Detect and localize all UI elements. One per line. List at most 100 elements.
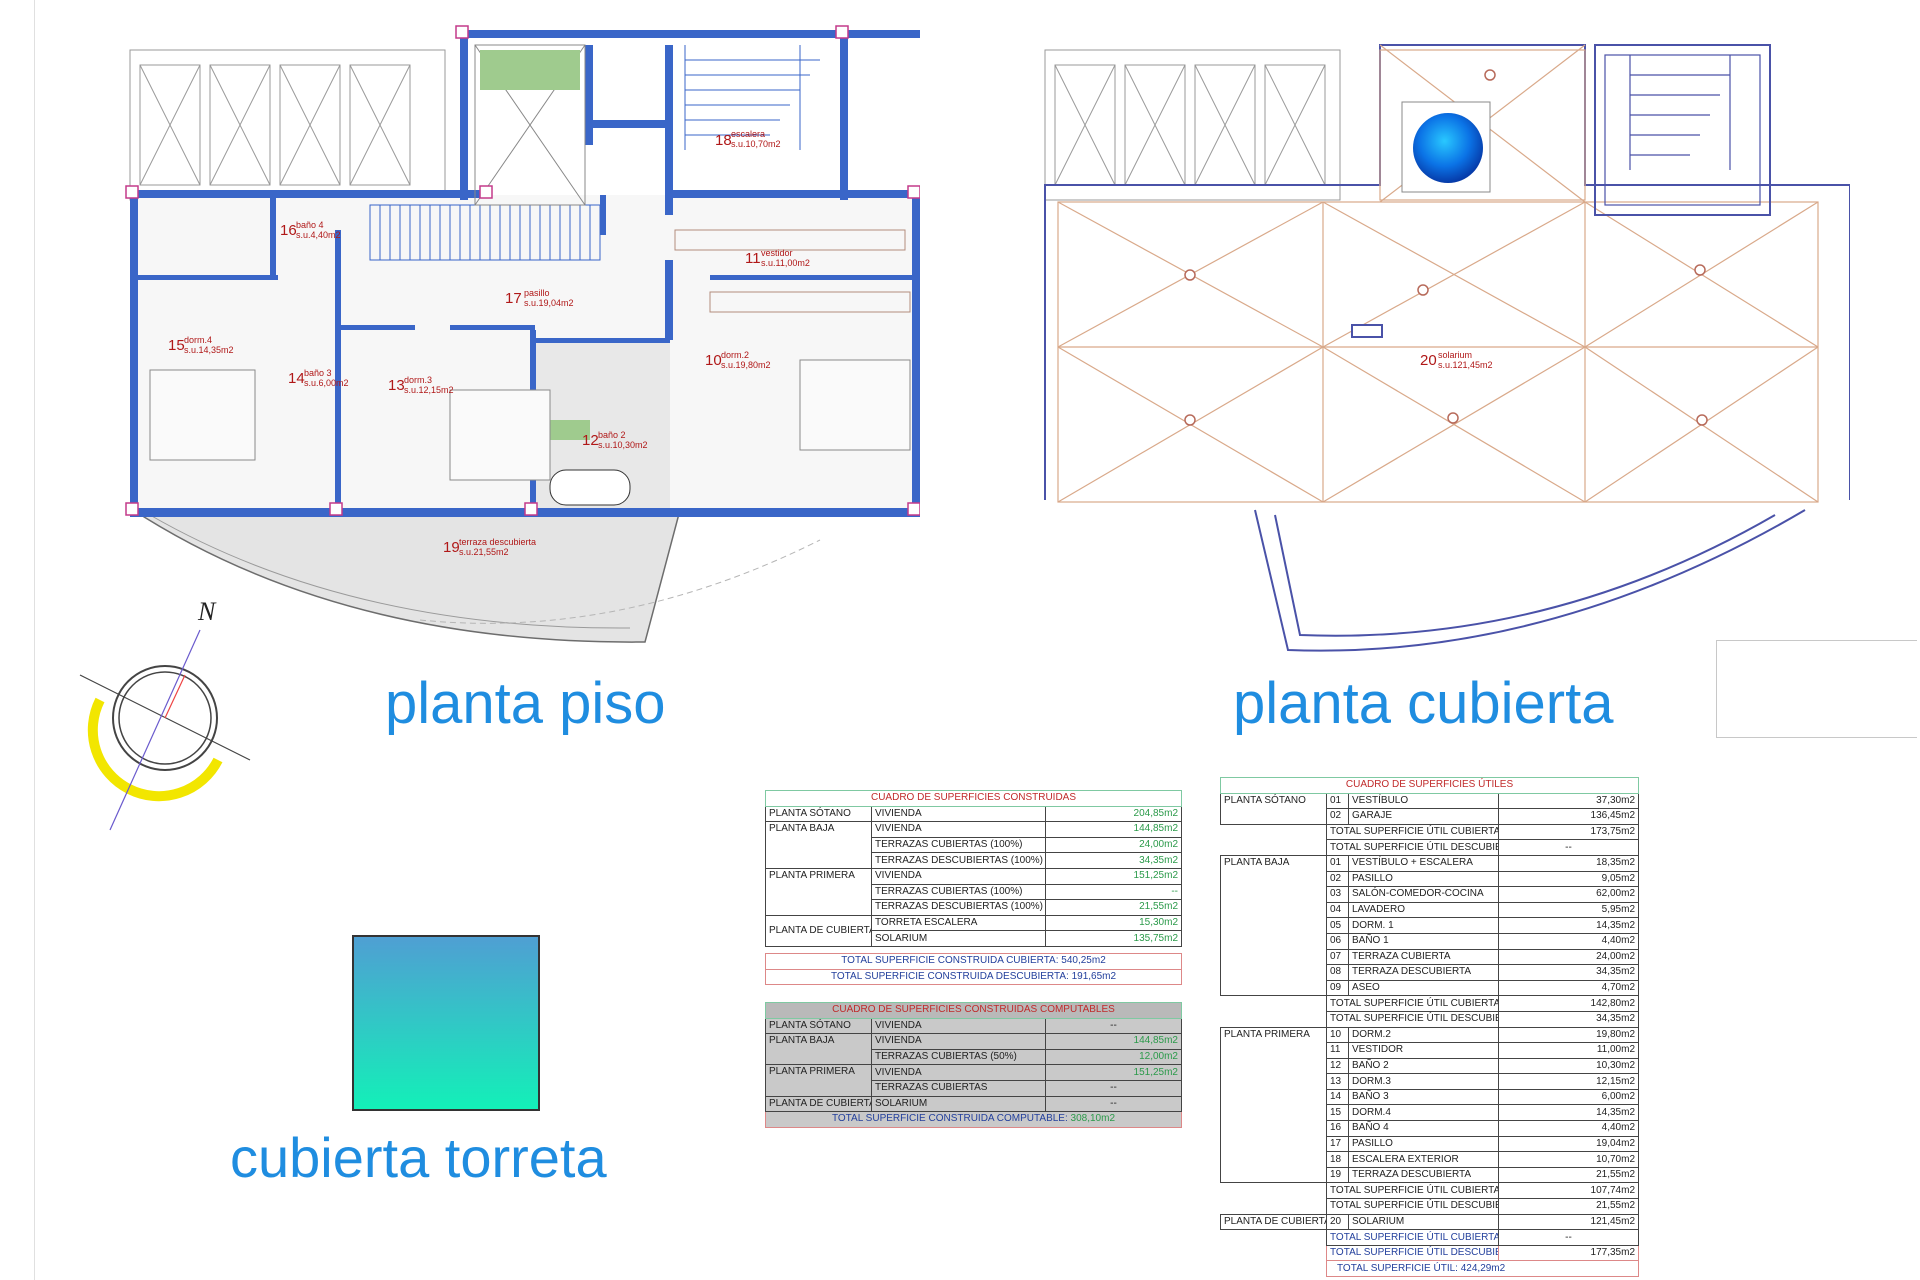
room-name: baño 3 [304,368,332,378]
room-area: s.u.12,15m2 [404,385,454,395]
svg-text:baño 4: baño 4 [296,220,324,230]
room-area: s.u.19,80m2 [721,360,771,370]
svg-text:dorm.2: dorm.2 [721,350,749,360]
table-row: TERRAZAS CUBIERTAS (50%)12,00m2 [766,1048,1182,1066]
svg-text:s.u.121,45m2: s.u.121,45m2 [1438,360,1493,370]
room-area: s.u.6,00m2 [304,378,349,388]
beds [149,359,911,481]
svg-text:vestidor: vestidor [761,248,793,258]
table-utiles: CUADRO DE SUPERFICIES ÚTILES PLANTA SÓTA… [1219,777,1640,1277]
room-name: escalera [731,129,765,139]
room-num: 12 [582,432,599,449]
roof-pergola [1044,49,1341,201]
svg-text:s.u.4,40m2: s.u.4,40m2 [296,230,341,240]
svg-text:s.u.14,35m2: s.u.14,35m2 [184,345,234,355]
svg-text:10: 10 [705,352,722,369]
planter-top [480,50,580,90]
svg-text:s.u.21,55m2: s.u.21,55m2 [459,547,509,557]
room-num: 13 [388,377,405,394]
svg-text:16: 16 [280,222,297,239]
room-num: 14 [288,370,305,387]
svg-text:s.u.11,00m2: s.u.11,00m2 [761,258,810,268]
table-row: TERRAZAS DESCUBIERTAS (100%)21,55m2 [766,899,1183,916]
svg-text:escalera: escalera [731,129,765,139]
solarium-label: 20 solarium s.u.121,45m2 [1420,350,1493,370]
sheet-frame-right [1716,640,1917,738]
svg-text:s.u.19,04m2: s.u.19,04m2 [524,298,574,308]
room-name: dorm.2 [721,350,749,360]
title-cubierta-torreta: cubierta torreta [230,1126,607,1189]
caption: CUADRO DE SUPERFICIES CONSTRUIDAS COMPUT… [765,1002,1182,1019]
table-construidas: CUADRO DE SUPERFICIES CONSTRUIDAS PLANTA… [764,790,1183,986]
room-name: dorm.3 [404,375,432,385]
room-num: 16 [280,222,297,239]
room-num: 19 [443,539,460,556]
drain-markers [1184,69,1708,426]
north-label: N [197,600,217,626]
svg-text:solarium: solarium [1438,350,1472,360]
room-name: vestidor [761,248,793,258]
svg-text:19: 19 [443,539,460,556]
room-name: pasillo [524,288,550,298]
svg-text:terraza descubierta: terraza descubierta [459,537,536,547]
north-arrow: N [79,600,251,831]
room-num: 10 [705,352,722,369]
room-area: s.u.10,70m2 [731,139,781,149]
svg-text:s.u.10,30m2: s.u.10,30m2 [598,440,648,450]
room-area: s.u.11,00m2 [761,258,810,268]
roof-stair-tower [1594,44,1771,216]
room-num: 17 [505,290,522,307]
svg-text:18: 18 [715,132,732,149]
total-computable: TOTAL SUPERFICIE CONSTRUIDA COMPUTABLE: … [765,1111,1182,1128]
planta-piso-plan: 18 escalera s.u.10,70m2 16 baño 4 s.u.4,… [125,25,920,643]
room-name: baño 4 [296,220,324,230]
title-planta-piso: planta piso [385,671,666,736]
planta-cubierta-plan: 20 solarium s.u.121,45m2 [1044,44,1850,652]
svg-text:dorm.3: dorm.3 [404,375,432,385]
vestidor-closets [674,229,911,313]
svg-text:17: 17 [505,290,522,307]
svg-text:s.u.6,00m2: s.u.6,00m2 [304,378,349,388]
room-area: s.u.14,35m2 [184,345,234,355]
total-cubierta: TOTAL SUPERFICIE CONSTRUIDA CUBIERTA: 54… [764,952,1183,970]
room-name: baño 2 [598,430,626,440]
room-area: s.u.21,55m2 [459,547,509,557]
room-num: 15 [168,337,185,354]
svg-text:14: 14 [288,370,305,387]
svg-text:pasillo: pasillo [524,288,550,298]
svg-text:s.u.12,15m2: s.u.12,15m2 [404,385,454,395]
caption: CUADRO DE SUPERFICIES ÚTILES [1219,777,1640,794]
title-planta-cubierta: planta cubierta [1233,671,1614,736]
table-computables: CUADRO DE SUPERFICIES CONSTRUIDAS COMPUT… [765,1002,1182,1128]
room-labels: 18 escalera s.u.10,70m2 16 baño 4 s.u.4,… [168,129,810,557]
room-name: terraza descubierta [459,537,536,547]
room-name: solarium [1438,350,1472,360]
svg-text:s.u.19,80m2: s.u.19,80m2 [721,360,771,370]
bathtub [549,469,631,506]
svg-text:15: 15 [168,337,185,354]
room-area: s.u.19,04m2 [524,298,574,308]
roof-outline [1044,44,1850,652]
svg-text:12: 12 [582,432,599,449]
svg-text:13: 13 [388,377,405,394]
terraza-descubierta [127,507,821,643]
room-num: 11 [745,250,761,267]
sheet-frame-left [34,0,35,1280]
svg-text:11: 11 [745,250,761,267]
svg-text:s.u.10,70m2: s.u.10,70m2 [731,139,781,149]
svg-text:dorm.4: dorm.4 [184,335,212,345]
table-row: TERRAZAS CUBIERTAS-- [766,1079,1182,1097]
